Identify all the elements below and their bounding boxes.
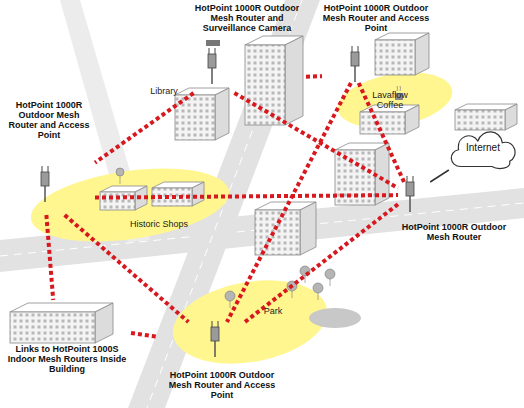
- place-label: Library: [146, 86, 182, 96]
- trees: [116, 168, 335, 308]
- router-name: HotPoint 1000R Outdoor Mesh Router and A…: [158, 370, 286, 400]
- camera-icon: [206, 40, 220, 46]
- cloud-shape: [451, 132, 515, 169]
- cloud-label: Internet: [466, 143, 500, 153]
- router-label: HotPoint 1000R Outdoor Mesh Router and S…: [188, 3, 306, 93]
- mesh-link: [65, 215, 189, 322]
- router-name: HotPoint 1000R Outdoor Mesh Router: [398, 222, 510, 242]
- router-name: HotPoint 1000R Outdoor Mesh Router and A…: [322, 3, 430, 33]
- zone: [166, 269, 334, 375]
- router-label: HotPoint 1000R Outdoor Mesh Router and A…: [3, 100, 95, 215]
- mesh-link: [234, 93, 398, 188]
- internet-cloud: Internet: [446, 126, 520, 170]
- mesh-router-icon: [211, 321, 219, 357]
- mesh-router-icon: [208, 48, 216, 84]
- router-name: Links to HotPoint 1000S Indoor Mesh Rout…: [3, 344, 131, 374]
- mesh-link: [245, 204, 398, 322]
- mesh-router-icon: [351, 46, 359, 82]
- mesh-link: [131, 333, 158, 337]
- router-label: HotPoint 1000R Outdoor Mesh Router: [398, 182, 510, 244]
- place-label: Historic Shops: [124, 219, 194, 229]
- buildings: [10, 33, 517, 343]
- router-label: HotPoint 1000R Outdoor Mesh Router and A…: [158, 322, 286, 402]
- router-label: Links to HotPoint 1000S Indoor Mesh Rout…: [3, 300, 131, 376]
- mesh-router-icon: [41, 166, 49, 202]
- mesh-link: [95, 93, 194, 163]
- mesh-link: [95, 195, 398, 197]
- lake: [309, 308, 361, 328]
- zone: [26, 157, 234, 252]
- place-label: Lavaflow Coffee: [368, 90, 412, 110]
- mesh-link: [46, 215, 53, 300]
- router-label: HotPoint 1000R Outdoor Mesh Router and A…: [322, 3, 430, 83]
- router-name: HotPoint 1000R Outdoor Mesh Router and S…: [188, 3, 306, 33]
- mesh-link: [306, 74, 322, 79]
- router-name: HotPoint 1000R Outdoor Mesh Router and A…: [3, 100, 95, 140]
- uplink-line: [430, 170, 449, 182]
- mesh-router-icon: [406, 176, 414, 212]
- place-label: Park: [258, 306, 288, 316]
